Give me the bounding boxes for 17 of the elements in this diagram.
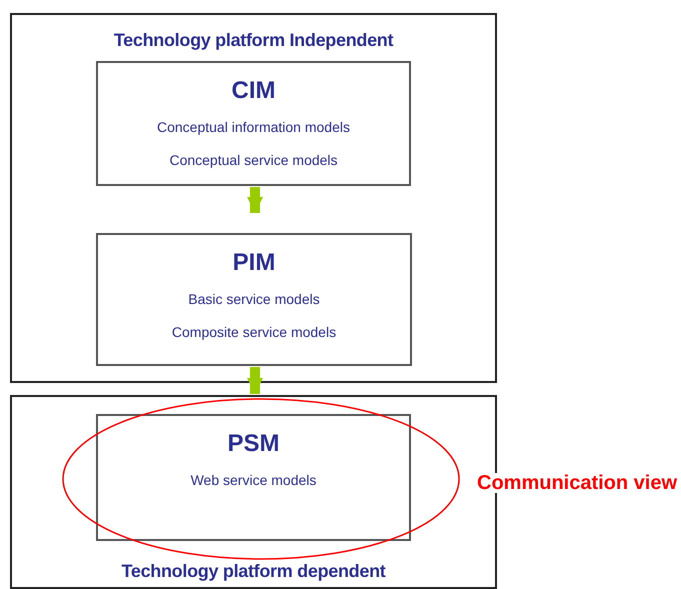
model-box: [96, 414, 411, 541]
model-item: Conceptual service models: [169, 151, 338, 170]
platform-frame: [10, 13, 497, 383]
model-item: Basic service models: [188, 290, 320, 309]
arrow: [247, 367, 263, 394]
arrow: [247, 187, 263, 213]
frame-heading: Technology platform dependent: [122, 560, 386, 583]
model-box: [96, 233, 412, 366]
model-title: PIM: [232, 248, 276, 278]
model-box: [96, 61, 411, 186]
model-item: Composite service models: [172, 323, 336, 342]
model-item: Web service models: [190, 471, 316, 490]
frame-heading: Technology platform Independent: [114, 29, 394, 52]
view-label: Communication view: [477, 473, 678, 493]
model-title: CIM: [232, 76, 276, 106]
model-item: Conceptual information models: [157, 118, 350, 137]
model-title: PSM: [227, 429, 280, 459]
